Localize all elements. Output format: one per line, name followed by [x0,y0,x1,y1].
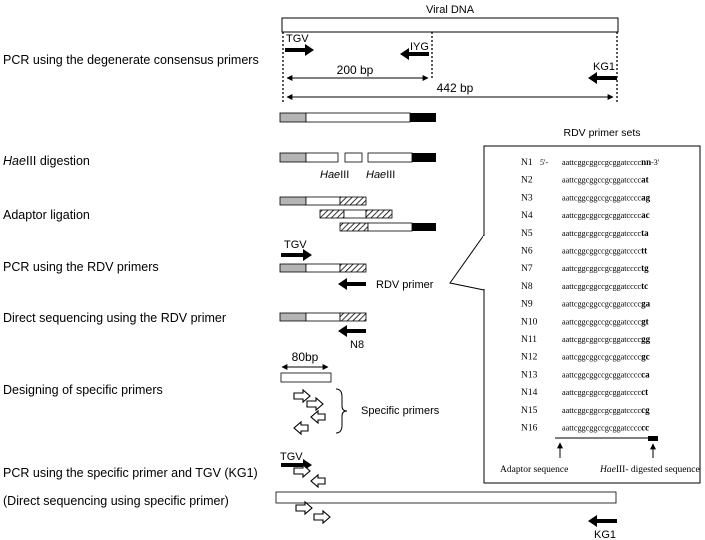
step-designing: Designing of specific primers [3,383,163,397]
rdv-row-id: N16 [521,424,538,434]
step-pcr-rdv: PCR using the RDV primers [3,260,159,274]
rdv-box-title: RDV primer sets [563,127,640,139]
kg1-primer-arrow-2 [588,515,617,527]
rdv-row-sequence: aattcggcggccgcggatcccccc [562,423,649,433]
digested-fragments [279,152,436,163]
rdv-row-sequence: aattcggcggccgcggatcccctg [562,263,649,273]
step-adaptor-ligation: Adaptor ligation [3,208,90,222]
step-direct-seq-specific: (Direct sequencing using specific primer… [3,494,229,508]
rdv-primer-label: RDV primer [376,279,434,291]
iyg-primer-arrow [400,48,429,60]
specific-primers-label: Specific primers [361,405,440,417]
rdv-row-id: N5 [521,229,533,239]
rdv-row-id: N8 [521,282,533,292]
rdv-row-id: N12 [521,353,538,363]
step-pcr-degenerate: PCR using the degenerate consensus prime… [3,53,259,67]
rdv-row-id: N6 [521,247,533,257]
rdv-row-sequence: aattcggcggccgcggatccccag [562,192,651,202]
tgv-primer-arrow-2 [281,249,312,261]
rdv-row-sequence: aattcggcggccgcggatccccgt [562,316,649,326]
rdv-row-sequence: aattcggcggccgcggatcccctc [562,281,648,291]
rdv-row-id: N10 [521,317,538,327]
rdv-primer-arrow [338,278,366,290]
rdv-amplicon [279,263,367,273]
rdv-row-sequence: aattcggcggccgcggatccccat [562,175,649,185]
rdv-row-id: N13 [521,370,538,380]
bp200-label: 200 bp [337,63,374,77]
specific-primer-arrow-4 [293,420,309,436]
step-direct-seq-rdv: Direct sequencing using the RDV primer [3,311,226,325]
viral-dna-label: Viral DNA [426,4,475,16]
tgv-label-2: TGV [284,239,307,251]
kg1-label-1: KG1 [593,61,615,73]
rdv-row-sequence: aattcggcggccgcggatccccca [562,369,650,379]
hae-site-label-2: HaeIII [366,169,395,181]
specific-primer-arrow-5 [293,463,311,479]
specific-primer-arrow-6 [310,473,326,489]
rdv-box [483,145,701,484]
n8-label: N8 [350,339,364,351]
rdv-row-sequence: aattcggcggccgcggatcccccg [562,405,650,415]
digested-marker [648,436,658,441]
hae-digested-label: HaeIII- digested sequence [599,465,700,475]
ligated-fragment-3 [339,222,436,232]
rdv-row-sequence: aattcggcggccgcggatccccta [562,228,649,238]
rdv-row-id: N2 [521,176,533,186]
rdv-primer-rows: N1 5'- aattcggcggccgcggatccccnn-3' N2 aattcg… [521,157,660,434]
rdv-row-id: N14 [521,388,538,398]
specific-primer-arrow-8 [313,509,331,525]
bp442-label: 442 bp [437,81,474,95]
kg1-primer-arrow-1 [588,72,617,84]
iyg-label: IYG [410,41,429,53]
step-pcr-specific: PCR using the specific primer and TGV (K… [3,466,258,480]
tgv-label-3: TGV [280,451,303,463]
rdv-row-sequence: aattcggcggccgcggatccccct [562,387,648,397]
rdv-row-sequence: aattcggcggccgcggatccccac [562,210,650,220]
sequencing-template [279,312,367,322]
rdv-row-id: N9 [521,300,533,310]
tgv-primer-arrow-1 [285,44,314,56]
rdv-row-sequence: aattcggcggccgcggatccccgc [562,352,650,362]
full-length-bar [275,491,617,504]
callout-pointer [449,234,485,291]
specific-primer-arrow-1 [293,388,311,404]
viral-dna-bar [281,17,619,33]
step-hae-digestion: HaeIII digestion [3,154,90,168]
rdv-row-id: N7 [521,264,533,274]
rdv-row-sequence: aattcggcggccgcggatccccnn-3' [562,157,660,167]
tgv-label-1: TGV [286,33,309,45]
ligated-fragment-1 [279,196,367,206]
ligated-fragment-2 [319,209,393,219]
rdv-row-sequence: aattcggcggccgcggatcccctt [562,246,647,256]
hae-site-label-1: HaeIII [320,169,349,181]
rdv-row-id: N4 [521,211,533,221]
rdv-row-id: N11 [521,335,537,345]
hae-italic: Hae [3,154,26,168]
specific-primers-brace [335,388,348,434]
bp80-label: 80bp [292,350,319,364]
specific-primer-arrow-2 [306,396,324,412]
adaptor-sequence-label: Adaptor sequence [500,465,568,475]
amplicon-bar [279,112,436,123]
five-prime-label: 5'- [540,158,548,167]
rdv-row-id: N15 [521,406,538,416]
rdv-row-id: N3 [521,193,533,203]
specific-primer-arrow-3 [310,409,326,425]
rdv-row-sequence: aattcggcggccgcggatccccga [562,299,651,309]
sequence-80bp-bar [280,372,332,383]
n8-primer-arrow [338,325,366,337]
hae-rest: III digestion [26,154,90,168]
kg1-label-2: KG1 [594,529,616,540]
specific-primer-arrow-7 [295,500,313,516]
rdv-row-sequence: aattcggcggccgcggatccccgg [562,334,651,344]
rdv-row-id: N1 [521,158,533,168]
